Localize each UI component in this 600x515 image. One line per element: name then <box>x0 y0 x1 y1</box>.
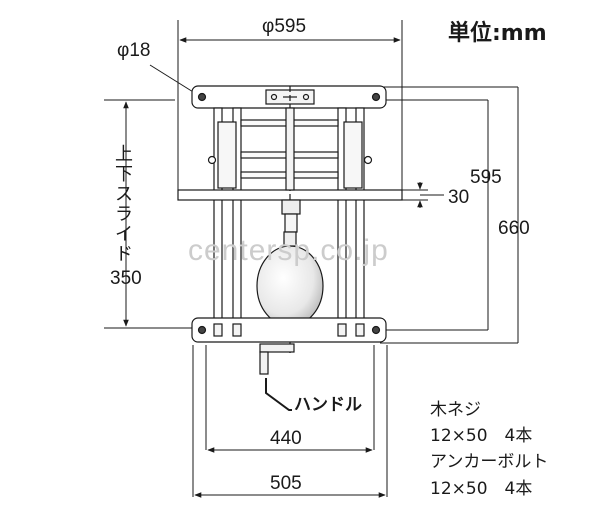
svg-text:ラ: ラ <box>115 204 133 225</box>
svg-text:ス: ス <box>115 184 133 205</box>
bolt-hole-icon <box>197 325 207 335</box>
bolt-hole-icon <box>197 92 207 102</box>
dim-plate-thickness: 30 <box>448 187 469 208</box>
handle-crank <box>259 343 295 353</box>
svg-text:上: 上 <box>115 144 133 165</box>
frame-assembly <box>177 85 403 375</box>
bolt-hole-icon <box>371 325 381 335</box>
shaft-coupling <box>281 199 301 215</box>
units-label: 単位:mm <box>448 20 547 46</box>
dim-frame-height: 595 <box>470 167 502 188</box>
anchor-bolt-label: アンカーボルト <box>430 452 548 472</box>
svg-text:下: 下 <box>115 164 133 185</box>
anchor-bolt-spec: 12×50 4本 <box>430 479 532 499</box>
dim-total-height: 660 <box>498 218 530 239</box>
dim-slide-travel: 350 <box>110 268 142 289</box>
svg-text:イ: イ <box>115 224 133 245</box>
dim-top-width: φ595 <box>262 16 306 37</box>
dim-inner-width: 440 <box>270 428 302 449</box>
watermark: centersp.co.jp <box>188 234 389 267</box>
slide-label: 上 下 ス ラ イ ド <box>115 144 133 265</box>
left-slide-block <box>217 121 237 189</box>
dim-base-width: 505 <box>270 473 302 494</box>
svg-text:ド: ド <box>115 244 133 265</box>
handle-leader <box>265 378 292 411</box>
wood-screw-spec: 12×50 4本 <box>430 426 532 446</box>
dim-bolt-hole: φ18 <box>117 40 150 61</box>
center-shaft <box>285 107 295 191</box>
handle-label: ハンドル <box>294 395 362 415</box>
dimension-lines <box>104 20 519 498</box>
bolt-hole-icon <box>371 92 381 102</box>
wood-screw-label: 木ネジ <box>430 400 481 420</box>
right-slide-block <box>343 121 363 189</box>
